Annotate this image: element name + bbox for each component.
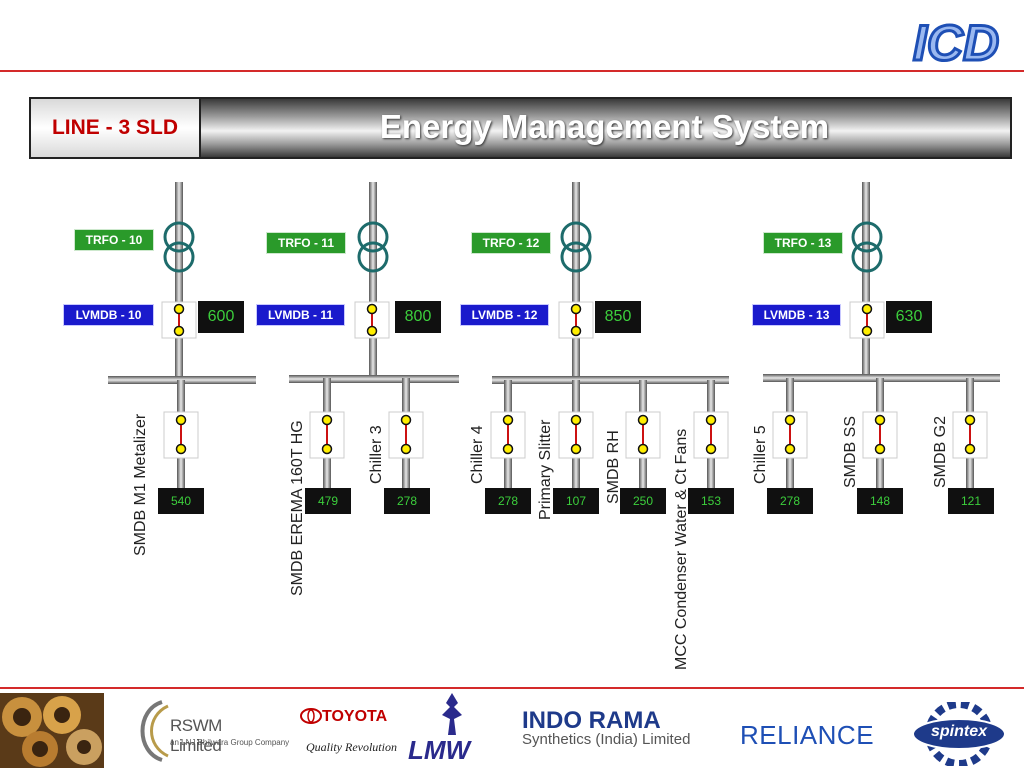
lmw-logo: LMW [402,691,506,768]
breaker-symbol [354,301,390,339]
capacity-readout: 850 [595,301,641,333]
feeder-value: 278 [767,488,813,514]
feeder-breaker [952,411,988,459]
capacity-readout: 630 [886,301,932,333]
feeder-value: 121 [948,488,994,514]
rswm-logo: RSWM Limited an LNJ Bhilwara Group Compa… [132,700,289,762]
top-divider [0,70,1024,72]
incomer-pipe-12 [572,182,580,380]
breaker-symbol [849,301,885,339]
feeder-breaker [490,411,526,459]
trfo-label: TRFO - 12 [471,232,551,254]
spintex-logo: spintex [900,702,1018,766]
product-photo [0,693,104,768]
transformer-symbol [560,221,592,273]
lvmdb-label: LVMDB - 12 [460,304,549,326]
feeder-value: 479 [305,488,351,514]
feeder-breaker [625,411,661,459]
feeder-value: 148 [857,488,903,514]
feeder-value: 250 [620,488,666,514]
capacity-readout: 600 [198,301,244,333]
lvmdb-label: LVMDB - 13 [752,304,841,326]
transformer-symbol [163,221,195,273]
incomer-pipe-13 [862,182,870,378]
lvmdb-label: LVMDB - 11 [256,304,345,326]
header-bar: LINE - 3 SLD Energy Management System [29,97,1012,159]
feeder-value: 540 [158,488,204,514]
feeder-breaker [309,411,345,459]
bus-bar-11 [289,375,459,383]
breaker-symbol [558,301,594,339]
feeder-breaker [558,411,594,459]
feeder-breaker [163,411,199,459]
capacity-readout: 800 [395,301,441,333]
trfo-label: TRFO - 10 [74,229,154,251]
trfo-label: TRFO - 11 [266,232,346,254]
feeder-value: 278 [485,488,531,514]
feeder-breaker [772,411,808,459]
bottom-divider [0,687,1024,689]
feeder-value: 107 [553,488,599,514]
reliance-logo: RELIANCE [740,720,875,750]
incomer-pipe-10 [175,182,183,380]
transformer-symbol [851,221,883,273]
breaker-symbol [161,301,197,339]
svg-text:ICD: ICD [913,15,999,70]
bus-bar-12 [492,376,729,384]
feeder-breaker [388,411,424,459]
page-title: Energy Management System [379,108,830,145]
incomer-pipe-11 [369,182,377,378]
line-label: LINE - 3 SLD [31,99,201,157]
indorama-logo: INDO RAMA Synthetics (India) Limited [522,707,691,748]
feeder-breaker [693,411,729,459]
transformer-symbol [357,221,389,273]
toyota-logo: TOYOTA Quality Revolution [298,706,397,762]
feeder-value: 278 [384,488,430,514]
feeder-breaker [862,411,898,459]
icd-logo: ICD [894,14,1018,70]
feeder-value: 153 [688,488,734,514]
lvmdb-label: LVMDB - 10 [63,304,154,326]
trfo-label: TRFO - 13 [763,232,843,254]
